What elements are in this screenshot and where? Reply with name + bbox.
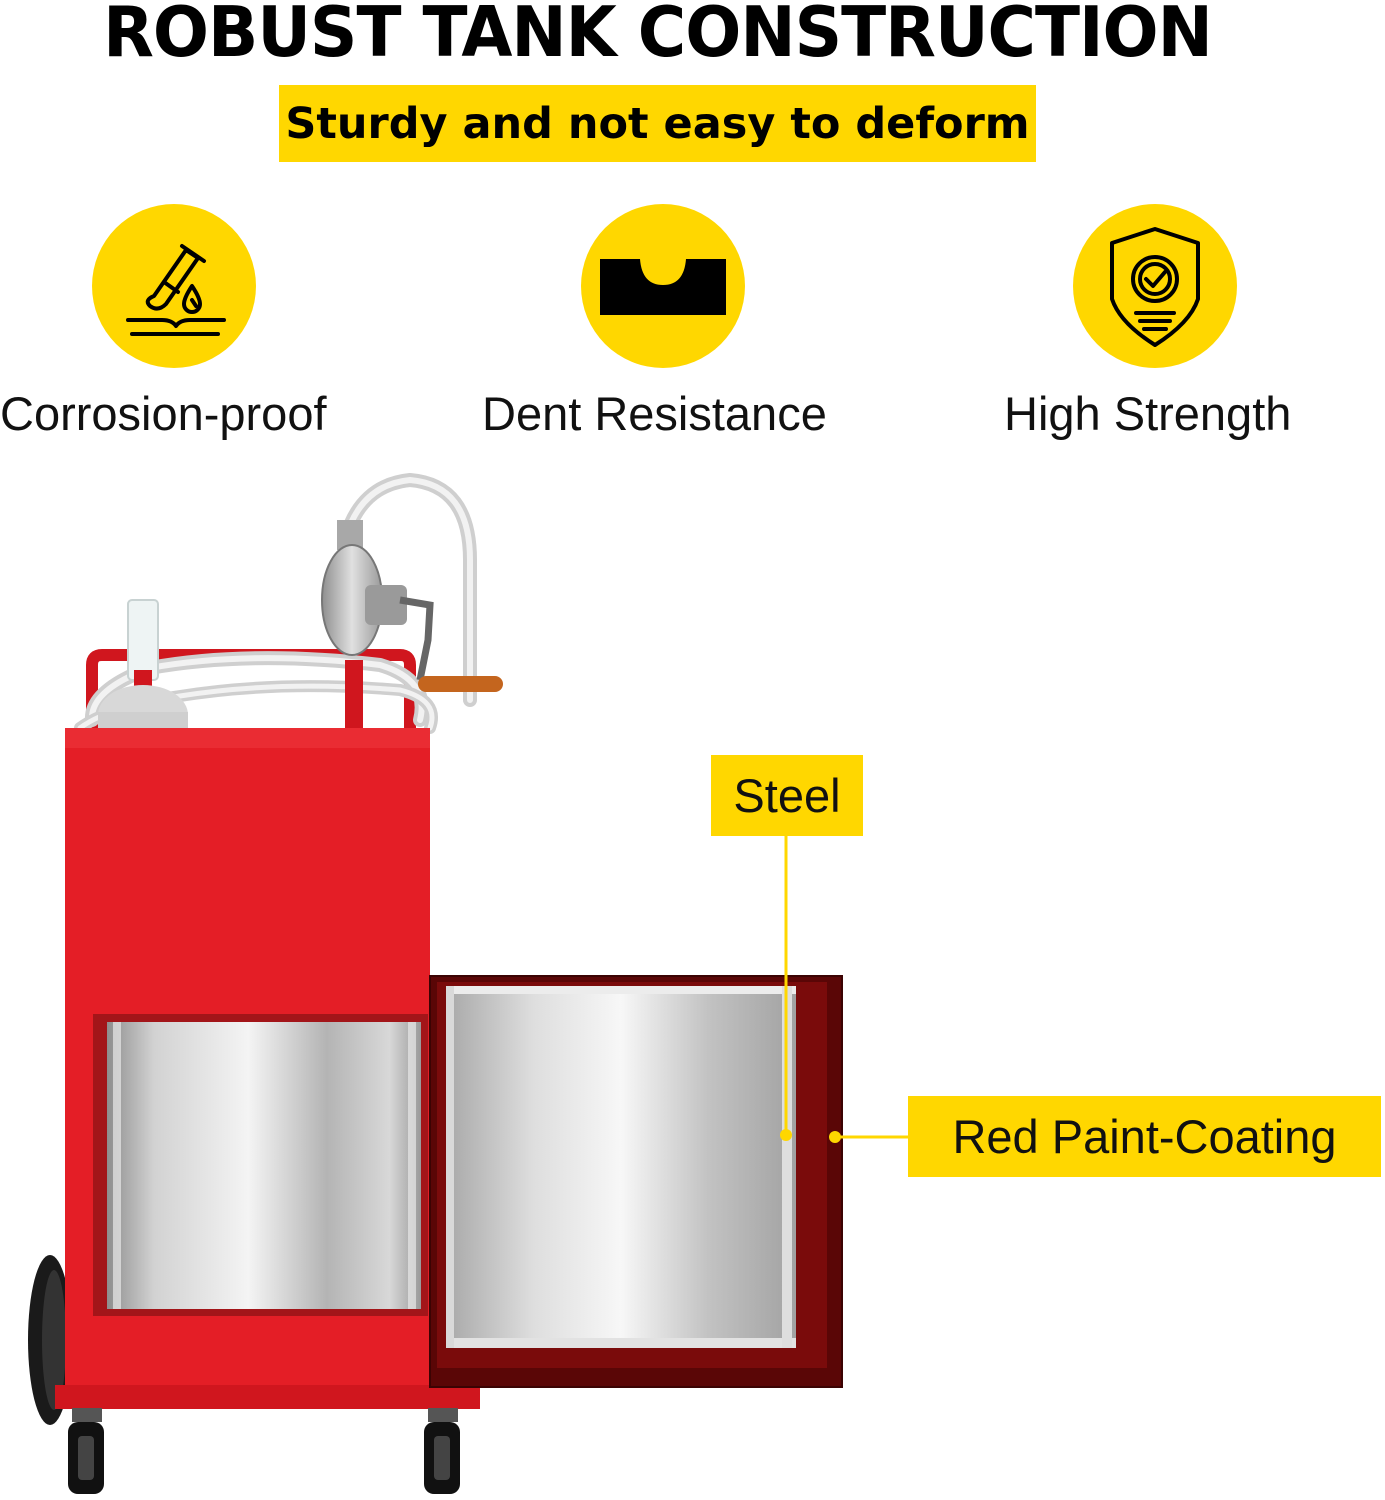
feature-label-dent: Dent Resistance xyxy=(482,387,827,440)
gas-caddy-illustration xyxy=(28,472,908,1494)
test-tube-drop-icon xyxy=(126,244,226,336)
tank-cutaway-small xyxy=(93,1014,428,1316)
front-casters xyxy=(68,1408,460,1494)
callout-red-paint: Red Paint-Coating xyxy=(908,1096,1381,1177)
feature-label-corrosion: Corrosion-proof xyxy=(0,387,327,440)
dent-resistance-badge xyxy=(581,204,745,368)
subtitle-banner: Sturdy and not easy to deform xyxy=(279,85,1036,162)
subtitle-text: Sturdy and not easy to deform xyxy=(285,98,1030,149)
high-strength-badge xyxy=(1073,204,1237,368)
page-title: ROBUST TANK CONSTRUCTION xyxy=(103,0,1213,73)
feature-label-strength: High Strength xyxy=(1004,387,1292,440)
corrosion-proof-badge xyxy=(92,204,256,368)
hand-pump xyxy=(321,520,503,740)
tank-cutaway-large xyxy=(429,975,843,1388)
callout-leaders xyxy=(780,836,908,1143)
fill-cap xyxy=(98,599,188,745)
rear-wheel xyxy=(28,1255,72,1425)
callout-steel: Steel xyxy=(711,755,863,836)
shield-check-icon xyxy=(1110,227,1200,347)
dent-block-icon xyxy=(600,259,726,315)
